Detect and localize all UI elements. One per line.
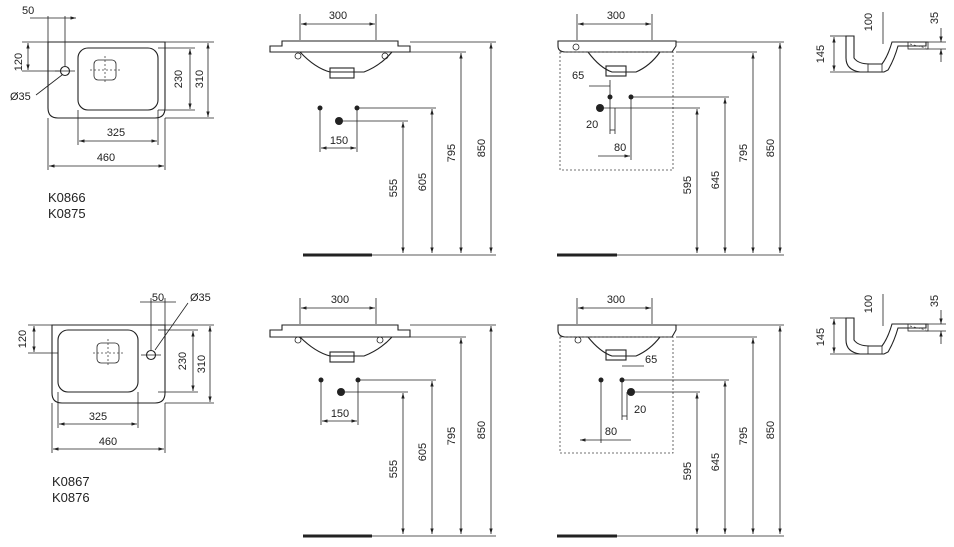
front-elevation-bottom-2: 300 65 20 80 595 645 795 850 [557, 294, 784, 538]
front-elevation-top-2: 300 65 20 80 595 645 795 850 [557, 10, 784, 257]
dim-20: 20 [586, 119, 598, 131]
plan-view-bottom: 50 Ø35 120 230 310 325 460 [17, 292, 214, 453]
dim-150: 150 [331, 408, 349, 420]
dim-120: 120 [17, 330, 29, 348]
dim-850: 850 [476, 421, 488, 439]
dim-300: 300 [329, 10, 347, 22]
dim-50: 50 [152, 292, 164, 304]
dim-555: 555 [388, 460, 400, 478]
dim-50: 50 [22, 5, 34, 17]
dim-460: 460 [97, 152, 115, 164]
dim-645: 645 [710, 171, 722, 189]
dim-595: 595 [682, 462, 694, 480]
dim-555: 555 [388, 179, 400, 197]
dim-850: 850 [476, 139, 488, 157]
dim-diameter-35: Ø35 [190, 292, 211, 304]
dim-460: 460 [99, 436, 117, 448]
dim-795: 795 [738, 427, 750, 445]
front-elevation-bottom-1: 300 150 555 605 795 850 [269, 294, 496, 538]
dim-230: 230 [173, 70, 185, 88]
dim-850: 850 [765, 421, 777, 439]
dim-300: 300 [331, 294, 349, 306]
product-codes-bottom: K0867 K0876 [52, 474, 90, 506]
front-elevation-top-1: 300 150 555 605 795 850 [269, 10, 496, 257]
dim-325: 325 [107, 127, 125, 139]
dim-645: 645 [710, 453, 722, 471]
dim-145: 145 [815, 45, 827, 63]
dim-230: 230 [177, 352, 189, 370]
dim-100: 100 [863, 13, 875, 31]
product-code: K0866 [48, 190, 86, 205]
dim-310: 310 [196, 355, 208, 373]
dim-325: 325 [89, 411, 107, 423]
dim-145: 145 [815, 328, 827, 346]
dim-80: 80 [614, 142, 626, 154]
dim-605: 605 [417, 443, 429, 461]
dim-65: 65 [645, 354, 657, 366]
side-section-bottom: 100 35 145 [815, 294, 946, 355]
dim-20: 20 [634, 404, 646, 416]
dim-35: 35 [929, 295, 941, 307]
dim-65: 65 [572, 70, 584, 82]
side-section-top: 100 35 145 [815, 12, 946, 73]
product-code: K0875 [48, 206, 86, 221]
dim-diameter-35: Ø35 [10, 91, 31, 103]
dim-605: 605 [417, 173, 429, 191]
dim-310: 310 [194, 70, 206, 88]
dim-150: 150 [330, 135, 348, 147]
product-code: K0867 [52, 474, 90, 489]
dim-300: 300 [607, 294, 625, 306]
product-code: K0876 [52, 490, 90, 505]
dim-80: 80 [605, 426, 617, 438]
dim-300: 300 [607, 10, 625, 22]
dim-795: 795 [446, 144, 458, 162]
dim-795: 795 [446, 427, 458, 445]
plan-view-top: 50 120 Ø35 230 310 325 460 [10, 5, 214, 170]
dim-595: 595 [682, 176, 694, 194]
dim-795: 795 [738, 144, 750, 162]
dim-100: 100 [863, 295, 875, 313]
dim-35: 35 [929, 12, 941, 24]
dim-850: 850 [765, 139, 777, 157]
product-codes-top: K0866 K0875 [48, 190, 86, 222]
dim-120: 120 [13, 53, 25, 71]
